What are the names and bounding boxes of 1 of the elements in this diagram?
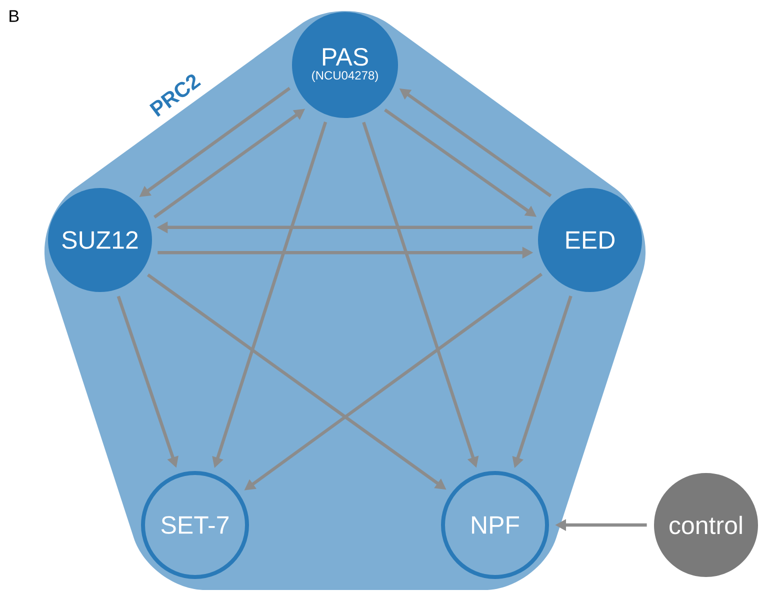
panel-letter: B bbox=[10, 10, 19, 22]
